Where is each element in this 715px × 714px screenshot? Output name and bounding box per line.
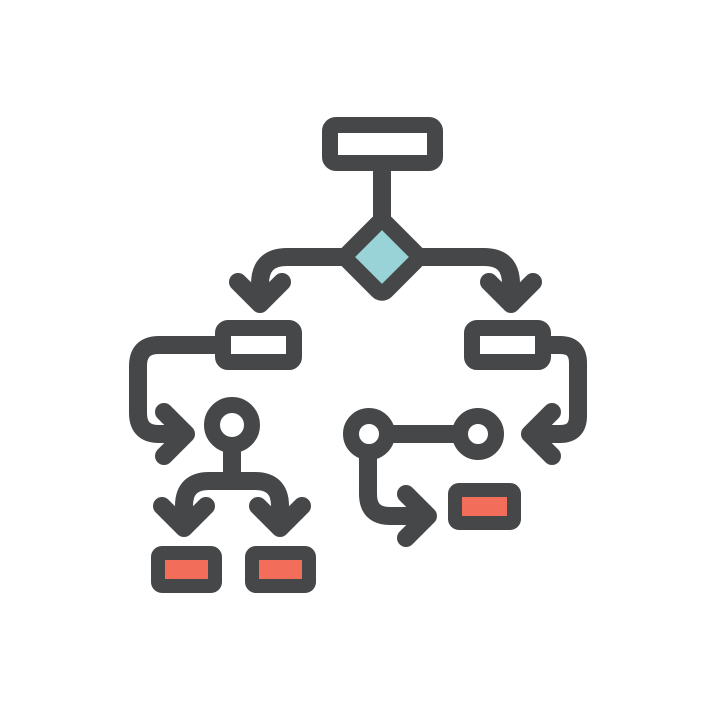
arrowhead-left-node	[155, 403, 195, 465]
arrowhead-right-branch	[480, 273, 542, 313]
connector-decision-to-right-branch	[413, 248, 520, 312]
arrowhead-right-terminal	[397, 485, 437, 547]
connector-right-box-to-right-node	[525, 336, 587, 443]
left-process-box	[215, 320, 302, 370]
connector-right-node-to-terminal	[359, 442, 429, 525]
right-connector-node-right	[452, 408, 504, 460]
arrowhead-left-split-right	[249, 497, 311, 537]
left-connector-node	[204, 397, 260, 453]
terminal-box-bottom-left	[151, 546, 222, 593]
decision-diamond	[338, 213, 426, 301]
terminal-box-bottom-middle	[245, 546, 316, 593]
start-process-box	[322, 117, 443, 171]
arrowhead-left-split-left	[153, 497, 215, 537]
right-process-box	[464, 320, 551, 370]
terminal-box-right	[448, 483, 521, 530]
connector-decision-to-left-branch	[251, 248, 351, 312]
arrowhead-left-branch	[229, 273, 291, 313]
connector-left-box-to-left-node	[129, 336, 231, 443]
arrowhead-right-node	[521, 403, 561, 465]
connector-left-split-left	[175, 472, 241, 534]
connector-left-split-right	[223, 472, 289, 534]
right-connector-node-left	[343, 408, 395, 460]
